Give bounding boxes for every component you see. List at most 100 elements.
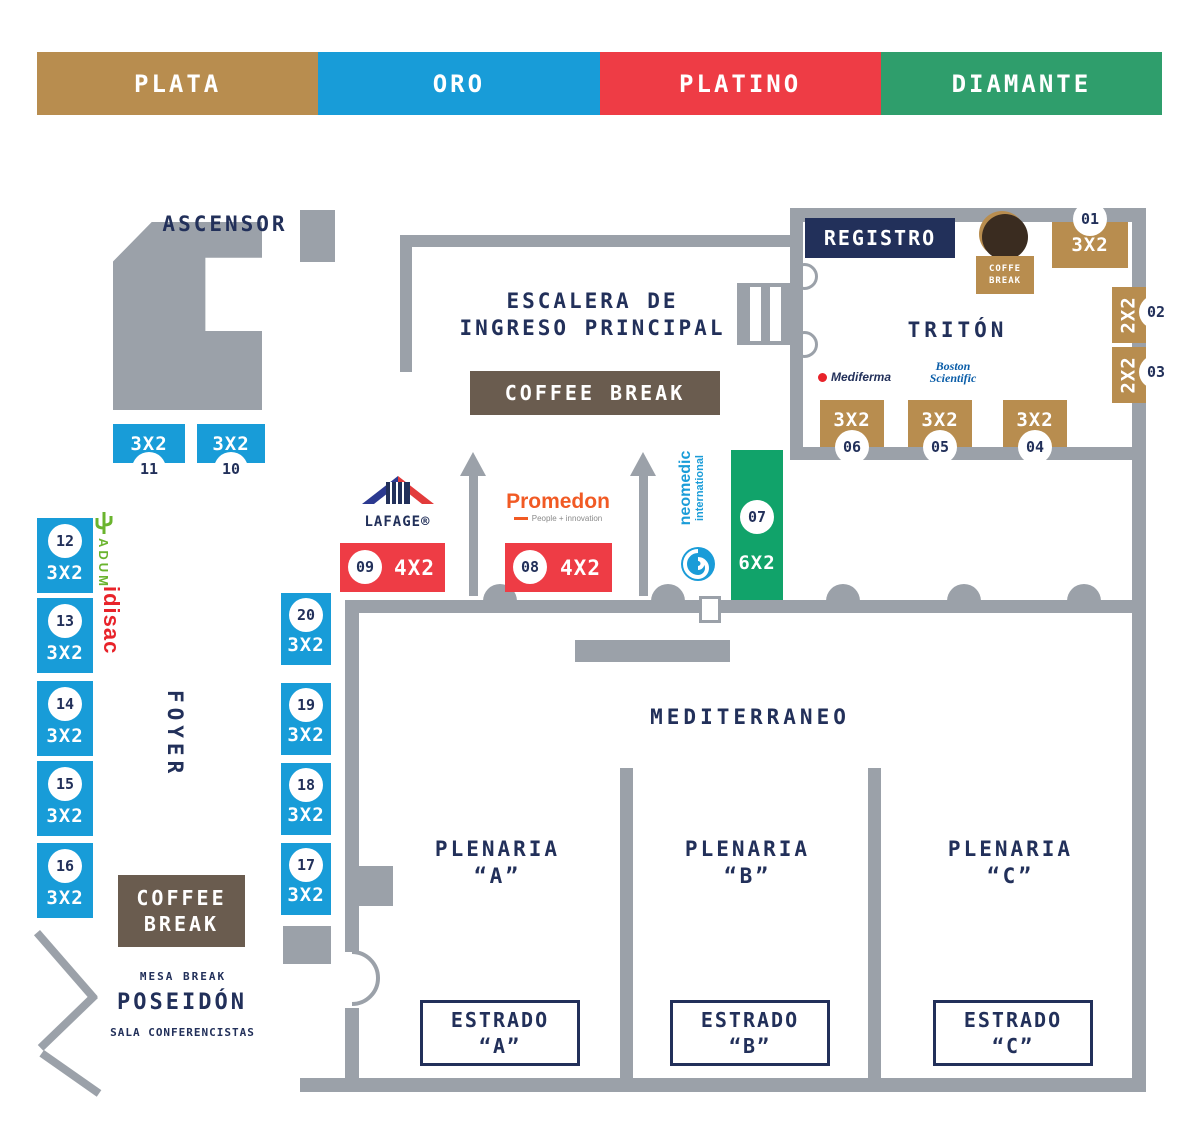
booth-05: 3X2 05	[908, 400, 972, 464]
booth-19-number: 19	[289, 688, 323, 722]
estrado-b-title: ESTRADO	[700, 1008, 800, 1032]
plenaria-b-letter: “B”	[724, 864, 771, 888]
plenaria-c-letter: “C”	[987, 864, 1034, 888]
coffee-break-left-box: COFFEE BREAK	[118, 875, 245, 947]
boston-line1: Boston	[935, 359, 971, 373]
lafage-roof-icon	[361, 476, 434, 504]
estrado-a: ESTRADO “A”	[420, 1000, 580, 1066]
booth-14-size: 3X2	[46, 725, 84, 747]
mediferma-dot-icon	[818, 372, 827, 382]
wall-plenaria-divider	[868, 768, 881, 1092]
booth-05-size: 3X2	[921, 408, 959, 431]
registro-box: REGISTRO	[805, 218, 955, 258]
wall	[345, 1008, 359, 1092]
door-icon	[699, 596, 721, 623]
booth-11: 3X2 11	[113, 424, 185, 486]
booth-01: 01 3X2	[1052, 202, 1128, 268]
booth-12-number: 12	[48, 524, 82, 558]
lafage-wordmark: LAFAGE®	[364, 514, 431, 530]
room-label-foyer: FOYER	[163, 690, 187, 779]
coffee-break-small-box: COFFE BREAK	[976, 256, 1034, 294]
promedon-logo: Promedon People + innovation	[498, 490, 618, 523]
plenaria-a-label: PLENARIA “A”	[420, 836, 575, 890]
door-swing-icon	[791, 331, 818, 358]
booth-01-number: 01	[1073, 202, 1107, 236]
coffee-left-line2: BREAK	[143, 912, 220, 936]
wall-angled	[37, 992, 98, 1051]
estrado-c: ESTRADO “C”	[933, 1000, 1093, 1066]
booth-07-size: 6X2	[738, 552, 776, 574]
coffee-left-line1: COFFEE	[136, 886, 227, 910]
wall-plenaria-divider	[620, 768, 633, 1092]
door-swing-icon	[791, 263, 818, 290]
lafage-logo: LAFAGE®	[350, 474, 445, 530]
wall	[1132, 208, 1146, 1092]
plenaria-b-title: PLENARIA	[684, 837, 811, 861]
booth-15-size: 3X2	[46, 805, 84, 827]
booth-20-number: 20	[289, 598, 323, 632]
booth-08-number: 08	[513, 550, 547, 584]
column	[947, 584, 981, 601]
booth-16: 16 3X2	[37, 843, 93, 918]
direction-arrow-icon	[629, 452, 657, 602]
room-label-poseidon: POSEIDÓN	[117, 990, 247, 1015]
wall	[283, 926, 331, 964]
escalera-line2: INGRESO PRINCIPAL	[459, 316, 726, 340]
booth-06: 3X2 06	[820, 400, 884, 464]
booth-04-size: 3X2	[1016, 408, 1054, 431]
booth-13-size: 3X2	[46, 642, 84, 664]
wall	[790, 447, 1146, 460]
wall	[400, 235, 790, 247]
booth-05-number: 05	[923, 430, 957, 464]
booth-18-number: 18	[289, 768, 323, 802]
booth-07-number: 07	[740, 500, 774, 534]
neomedic-logo: neomedic international	[677, 433, 713, 543]
booth-01-size: 3X2	[1071, 234, 1109, 256]
booth-03-number: 03	[1139, 355, 1173, 389]
column	[826, 584, 860, 601]
arrow-stem	[468, 474, 478, 596]
booth-11-number: 11	[132, 452, 166, 486]
legend-platino: PLATINO	[599, 52, 881, 115]
booth-03: 2X2 03	[1112, 347, 1173, 403]
tier-legend: PLATA ORO PLATINO DIAMANTE	[37, 52, 1162, 115]
booth-20: 20 3X2	[281, 593, 331, 665]
booth-17: 17 3X2	[281, 843, 331, 915]
mediferma-logo: Mediferma	[818, 370, 891, 384]
idisac-logo: idisac	[99, 586, 124, 655]
promedon-wordmark: Promedon	[506, 490, 610, 513]
booth-07: 07 6X2	[731, 450, 783, 600]
wall-angled	[39, 1050, 102, 1097]
booth-15-number: 15	[48, 767, 82, 801]
room-label-escalera: ESCALERA DE INGRESO PRINCIPAL	[435, 288, 750, 342]
booth-20-size: 3X2	[287, 634, 325, 656]
room-label-mediterraneo: MEDITERRANEO	[650, 705, 850, 729]
wall	[300, 1078, 1146, 1092]
booth-16-number: 16	[48, 849, 82, 883]
plenaria-a-title: PLENARIA	[434, 837, 561, 861]
booth-02: 2X2 02	[1112, 287, 1173, 343]
plenaria-a-letter: “A”	[474, 864, 521, 888]
booth-10-number: 10	[214, 452, 248, 486]
room-label-ascensor: ASCENSOR	[162, 212, 288, 236]
legend-diamante: DIAMANTE	[880, 52, 1162, 115]
pillar	[345, 866, 393, 906]
booth-10: 3X2 10	[197, 424, 265, 486]
promedon-tagline: People + innovation	[498, 514, 618, 523]
arrow-head-icon	[630, 452, 656, 476]
estrado-c-letter: “C”	[991, 1034, 1035, 1058]
booth-08: 08 4X2	[505, 543, 612, 592]
boston-line2: Scientific	[929, 371, 977, 385]
room-label-triton: TRITÓN	[907, 318, 1008, 342]
wall	[345, 600, 359, 952]
coffee-break-main-box: COFFEE BREAK	[470, 371, 720, 415]
wall	[400, 235, 412, 372]
escalera-line1: ESCALERA DE	[506, 289, 679, 313]
booth-09: 09 4X2	[340, 543, 445, 592]
legend-plata: PLATA	[37, 52, 319, 115]
booth-10-size: 3X2	[212, 432, 250, 455]
booth-19: 19 3X2	[281, 683, 331, 755]
boston-scientific-logo: Boston Scientific	[912, 360, 994, 384]
booth-18: 18 3X2	[281, 763, 331, 835]
